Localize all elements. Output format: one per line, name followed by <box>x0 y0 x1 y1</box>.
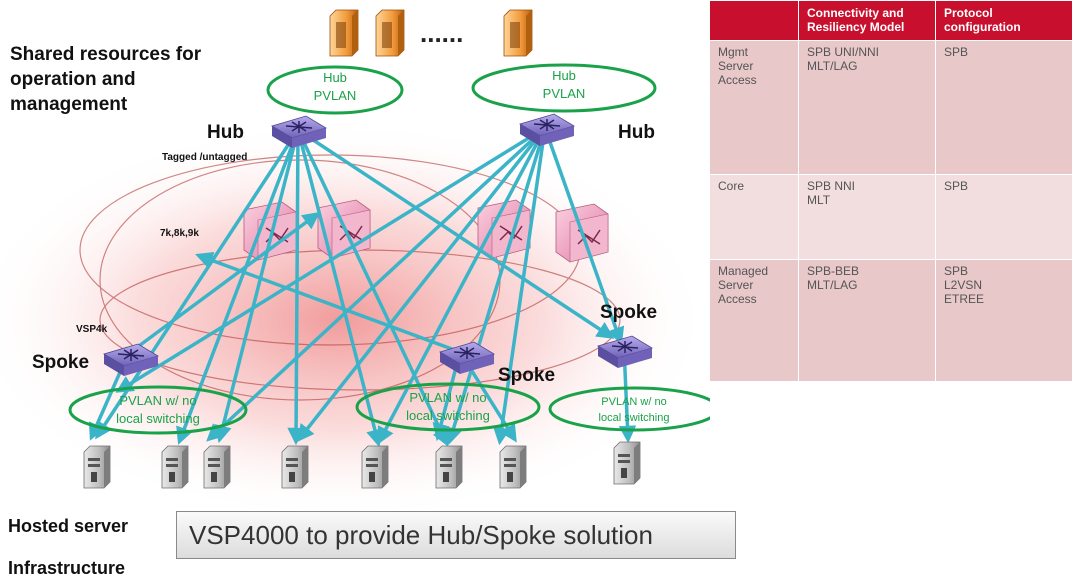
table-header-model: Connectivity and Resiliency Model <box>798 0 936 41</box>
hub-left-pvlan-oval <box>266 65 404 115</box>
table-cell-model: SPB UNI/NNI MLT/LAG <box>798 39 936 176</box>
table-cell-role: Mgmt Server Access <box>709 39 799 176</box>
table-cell-model: SPB-BEB MLT/LAG <box>798 259 936 382</box>
hub-left-oval-line2: PVLAN <box>314 88 357 103</box>
tagged-label: Tagged /untagged <box>162 152 247 163</box>
hub-right-oval-line1: Hub <box>552 68 576 83</box>
hub-left-label: Hub <box>207 122 244 143</box>
table-cell-role: Core <box>709 174 799 261</box>
hosted-server-8-icon <box>613 441 641 485</box>
hosted-server-2-icon <box>161 445 189 489</box>
hub-spoke-diagram: ...... Hub PVLAN Hub PV <box>0 9 710 520</box>
spoke-mid-label: Spoke <box>498 365 555 386</box>
spoke-right-label: Spoke <box>600 302 657 323</box>
table-header-row: Connectivity and Resiliency Model Protoc… <box>709 0 1073 41</box>
pvlan-right-oval <box>548 386 710 432</box>
table-header-role <box>709 0 799 41</box>
table-row: Core SPB NNI MLT SPB <box>709 174 1073 261</box>
table-cell-model: SPB NNI MLT <box>798 174 936 261</box>
hosted-server-5-icon <box>361 445 389 489</box>
table-cell-role: Managed Server Access <box>709 259 799 382</box>
pvlan-left-oval <box>68 385 248 435</box>
solution-banner-text: VSP4000 to provide Hub/Spoke solution <box>189 519 653 550</box>
hosted-server-6-icon <box>435 445 463 489</box>
table-cell-protocol: SPB <box>935 174 1073 261</box>
infrastructure-label: Infrastructure <box>8 558 126 578</box>
speeds-label: 7k,8k,9k <box>160 228 199 239</box>
pvlan-right-line1: PVLAN w/ no <box>601 396 666 408</box>
spoke-left-label: Spoke <box>32 352 89 373</box>
vsp4k-label: VSP4k <box>76 324 108 335</box>
hub-right-label: Hub <box>618 122 655 143</box>
ellipsis: ...... <box>420 18 463 48</box>
pvlan-mid-line2: local switching <box>406 408 490 423</box>
pvlan-mid-line1: PVLAN w/ no <box>409 390 486 405</box>
table-row: Mgmt Server Access SPB UNI/NNI MLT/LAG S… <box>709 39 1073 176</box>
pvlan-mid-oval <box>355 382 541 432</box>
pvlan-left-line1: PVLAN w/ no <box>119 393 196 408</box>
cyan-links <box>88 126 637 448</box>
hosted-server-1-icon <box>83 445 111 489</box>
solution-banner: VSP4000 to provide Hub/Spoke solution <box>176 511 736 559</box>
hosted-server-label: Hosted server <box>8 516 129 536</box>
pvlan-right-line2: local switching <box>599 412 670 424</box>
hosted-server-3-icon <box>203 445 231 489</box>
shared-server-2-icon <box>375 9 405 57</box>
config-table: Connectivity and Resiliency Model Protoc… <box>709 0 1073 382</box>
shared-server-3-icon <box>503 9 533 57</box>
table-cell-protocol: SPB <box>935 39 1073 176</box>
hub-right-oval-line2: PVLAN <box>543 86 586 101</box>
hosted-server-7-icon <box>499 445 527 489</box>
hub-right-pvlan-oval <box>471 63 657 113</box>
hosted-server-4-icon <box>281 445 309 489</box>
table-header-protocol: Protocol configuration <box>935 0 1073 41</box>
pvlan-left-line2: local switching <box>116 411 200 426</box>
shared-server-1-icon <box>329 9 359 57</box>
shared-resources-title: Shared resources for operation and manag… <box>10 44 202 115</box>
hub-left-oval-line1: Hub <box>323 70 347 85</box>
table-row: Managed Server Access SPB-BEB MLT/LAG SP… <box>709 259 1073 382</box>
table-cell-protocol: SPB L2VSN ETREE <box>935 259 1073 382</box>
hub-right-switch <box>519 113 575 147</box>
